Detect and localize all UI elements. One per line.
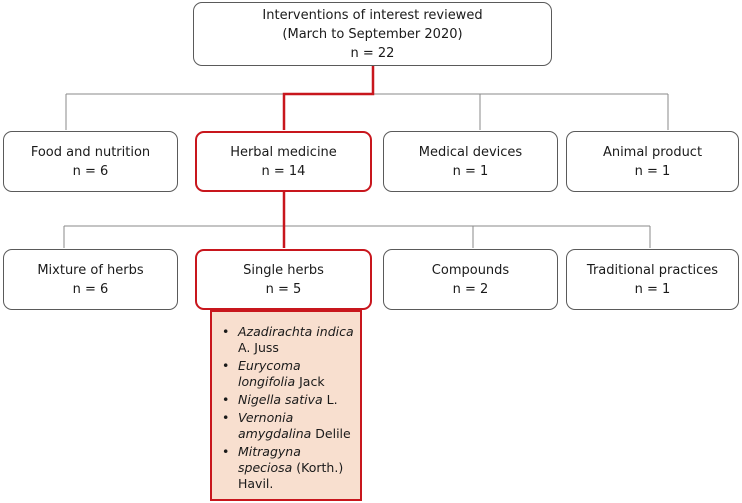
species-item: Vernonia amygdalina Delile bbox=[222, 410, 354, 442]
species-name: Vernonia amygdalina bbox=[238, 410, 312, 441]
category-count: n = 1 bbox=[634, 163, 671, 179]
subcategory-count: n = 5 bbox=[265, 281, 302, 297]
category-count: n = 6 bbox=[72, 163, 109, 179]
category-count: n = 14 bbox=[261, 163, 306, 179]
species-list: Azadirachta indica A. Juss Eurycoma long… bbox=[212, 312, 360, 492]
species-item: Nigella sativa L. bbox=[222, 392, 354, 408]
species-authority: Delile bbox=[315, 426, 351, 441]
category-box-food-nutrition: Food and nutrition n = 6 bbox=[3, 131, 178, 192]
single-herbs-species-list: Azadirachta indica A. Juss Eurycoma long… bbox=[210, 310, 362, 501]
category-label: Medical devices bbox=[418, 144, 523, 160]
root-count: n = 22 bbox=[350, 45, 395, 61]
subcategory-label: Single herbs bbox=[243, 262, 324, 278]
highlight-path-root-herbal bbox=[282, 66, 375, 130]
species-item: Mitragyna speciosa (Korth.) Havil. bbox=[222, 444, 354, 492]
species-name: Mitragyna speciosa bbox=[238, 444, 301, 475]
species-item: Eurycoma longifolia Jack bbox=[222, 358, 354, 390]
subcategory-label: Mixture of herbs bbox=[37, 262, 144, 278]
category-box-animal-product: Animal product n = 1 bbox=[566, 131, 739, 192]
species-authority: L. bbox=[326, 392, 338, 407]
root-box: Interventions of interest reviewed (Marc… bbox=[193, 2, 552, 66]
subcategory-box-mixture-of-herbs: Mixture of herbs n = 6 bbox=[3, 249, 178, 310]
root-title: Interventions of interest reviewed bbox=[262, 7, 483, 23]
category-box-herbal-medicine: Herbal medicine n = 14 bbox=[195, 131, 372, 192]
category-label: Food and nutrition bbox=[30, 144, 151, 160]
category-count: n = 1 bbox=[452, 163, 489, 179]
species-authority: A. Juss bbox=[238, 340, 279, 355]
species-name: Azadirachta indica bbox=[238, 324, 354, 339]
species-authority: Jack bbox=[299, 374, 325, 389]
subcategory-box-single-herbs: Single herbs n = 5 bbox=[195, 249, 372, 310]
subcategory-count: n = 1 bbox=[634, 281, 671, 297]
species-name: Eurycoma longifolia bbox=[238, 358, 301, 389]
category-label: Herbal medicine bbox=[230, 144, 337, 160]
root-date-range: (March to September 2020) bbox=[282, 26, 463, 42]
subcategory-label: Compounds bbox=[431, 262, 510, 278]
subcategory-label: Traditional practices bbox=[586, 262, 719, 278]
species-item: Azadirachta indica A. Juss bbox=[222, 324, 354, 356]
species-name: Nigella sativa bbox=[238, 392, 323, 407]
subcategory-box-compounds: Compounds n = 2 bbox=[383, 249, 558, 310]
category-box-medical-devices: Medical devices n = 1 bbox=[383, 131, 558, 192]
category-label: Animal product bbox=[602, 144, 703, 160]
subcategory-count: n = 2 bbox=[452, 281, 489, 297]
subcategory-count: n = 6 bbox=[72, 281, 109, 297]
species-authority: (Korth.) Havil. bbox=[238, 460, 344, 491]
subcategory-box-traditional-practices: Traditional practices n = 1 bbox=[566, 249, 739, 310]
